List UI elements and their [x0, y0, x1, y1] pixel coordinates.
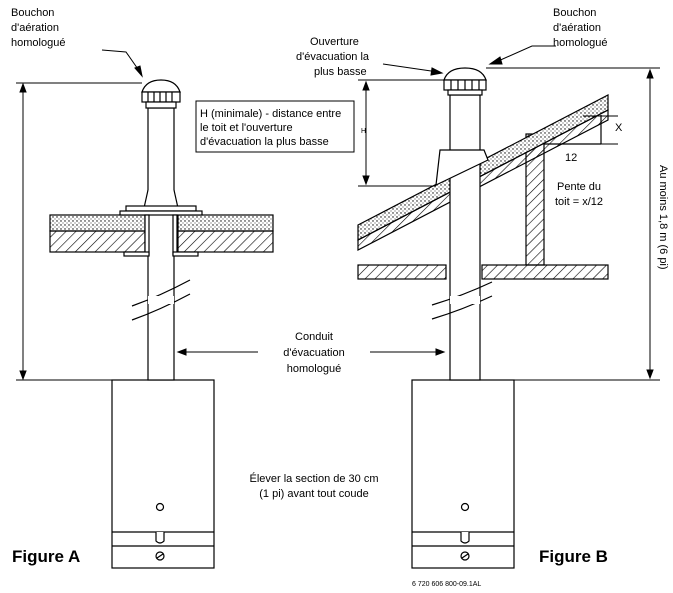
- svg-text:d'évacuation: d'évacuation: [283, 347, 344, 359]
- h-note-box: [195, 100, 355, 153]
- svg-text:Conduit: Conduit: [295, 331, 333, 343]
- svg-text:d'évacuation la: d'évacuation la: [296, 51, 370, 63]
- figure-b-drawing: [357, 67, 609, 569]
- svg-text:homologué: homologué: [287, 363, 341, 375]
- figure-a-title: Figure A: [12, 547, 80, 566]
- raise-section-note: Élever la section de 30 cm (1 pi) avant …: [249, 472, 378, 500]
- lowest-opening-label: Ouverture d'évacuation la plus basse: [296, 36, 370, 78]
- svg-text:toit = x/12: toit = x/12: [555, 196, 603, 208]
- document-reference: 6 720 606 800-09.1AL: [412, 581, 481, 588]
- svg-text:H (minimale) - distance entre: H (minimale) - distance entre: [200, 108, 341, 120]
- height-dimension-a: [16, 82, 142, 381]
- svg-text:Bouchon: Bouchon: [553, 7, 596, 19]
- svg-text:d'évacuation la plus basse: d'évacuation la plus basse: [200, 136, 329, 148]
- svg-text:plus basse: plus basse: [314, 66, 367, 78]
- leaders-b: [382, 45, 556, 76]
- pipe-leaders: [176, 348, 446, 356]
- vent-pipe-label: Conduit d'évacuation homologué: [283, 331, 344, 375]
- svg-text:Bouchon: Bouchon: [11, 7, 54, 19]
- min-height-label: Au moins 1,8 m (6 pi): [657, 165, 669, 270]
- vent-pipe-a: [147, 107, 175, 381]
- x-dimension: [583, 115, 618, 145]
- svg-text:(1 pi) avant tout coude: (1 pi) avant tout coude: [259, 488, 368, 500]
- leader-cap-a: [101, 49, 143, 78]
- svg-text:d'aération: d'aération: [11, 22, 59, 34]
- roof-slope-label: Pente du toit = x/12: [555, 181, 603, 208]
- cap-label-b: Bouchon d'aération homologué: [553, 7, 607, 49]
- height-dimension-b: [486, 67, 660, 381]
- h-note-text: H (minimale) - distance entre le toit et…: [200, 108, 341, 148]
- vent-pipe-b: [449, 94, 481, 381]
- svg-text:Pente du: Pente du: [557, 181, 601, 193]
- figure-a-drawing: [49, 79, 274, 569]
- run-marker: 12: [565, 152, 577, 164]
- svg-text:Ouverture: Ouverture: [310, 36, 359, 48]
- h-dimension-b: [358, 79, 444, 187]
- svg-text:Élever la section de 30 cm: Élever la section de 30 cm: [249, 472, 378, 485]
- figure-b-title: Figure B: [539, 547, 608, 566]
- svg-text:homologué: homologué: [11, 37, 65, 49]
- svg-text:homologué: homologué: [553, 37, 607, 49]
- svg-text:d'aération: d'aération: [553, 22, 601, 34]
- svg-text:le toit et l'ouverture: le toit et l'ouverture: [200, 122, 293, 134]
- cap-label-a: Bouchon d'aération homologué: [11, 7, 65, 49]
- h-marker: H: [361, 128, 366, 135]
- x-marker: X: [615, 122, 623, 134]
